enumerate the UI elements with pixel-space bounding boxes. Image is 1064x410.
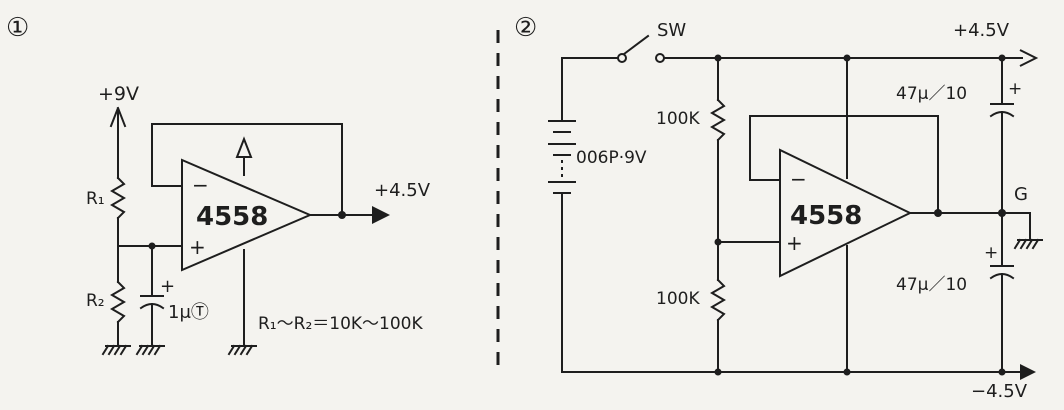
battery-icon bbox=[548, 120, 576, 194]
circuit-2-number: ② bbox=[514, 13, 537, 43]
cap-bottom-label: 47μ／10 bbox=[896, 275, 967, 295]
switch-label: SW bbox=[657, 20, 686, 41]
negative-rail-arrow-icon bbox=[1020, 364, 1036, 380]
switch-contact bbox=[617, 53, 627, 63]
battery-label: 006P·9V bbox=[576, 148, 647, 168]
inverting-input-sign: − bbox=[192, 173, 209, 197]
circuit-2: ② SW +4.5V 006P·9V −4.5V 100K bbox=[514, 13, 1043, 402]
positive-rail-arrow-icon bbox=[1019, 49, 1039, 67]
ground-icon bbox=[1013, 238, 1043, 250]
cap-plus-sign: + bbox=[160, 276, 175, 297]
resistor-range-note: R₁～R₂＝10K～100K bbox=[258, 314, 423, 334]
resistor-bottom-label: 100K bbox=[656, 289, 700, 309]
junction-dot bbox=[934, 209, 942, 217]
negative-rail bbox=[561, 192, 1023, 373]
junction-dot bbox=[714, 368, 722, 376]
cap-top-label: 47μ／10 bbox=[896, 84, 967, 104]
opamp-chip-label: 4558 bbox=[790, 201, 862, 231]
junction-dot bbox=[843, 54, 851, 62]
wire bbox=[561, 57, 619, 121]
ground-icon bbox=[135, 344, 165, 356]
junction-dot bbox=[843, 368, 851, 376]
resistor-top bbox=[710, 98, 726, 142]
circuit-1: ① +9V R₁ R₂ + 1μⓉ 4558 − + bbox=[6, 13, 431, 356]
supply-label: +9V bbox=[98, 83, 139, 105]
ground-icon bbox=[101, 344, 131, 356]
resistor-r2 bbox=[110, 280, 126, 324]
supply-pin-arrow-icon bbox=[235, 136, 253, 158]
junction-dot bbox=[338, 211, 346, 219]
r2-label: R₂ bbox=[86, 291, 105, 311]
cap-top-plus-sign: + bbox=[1008, 79, 1022, 99]
resistor-bottom bbox=[710, 278, 726, 322]
switch-contact bbox=[655, 53, 665, 63]
feedback-wire bbox=[749, 115, 939, 214]
noninverting-input-sign: + bbox=[786, 231, 803, 255]
ground-icon bbox=[227, 344, 257, 356]
opamp-triangle bbox=[779, 148, 913, 278]
positive-rail-label: +4.5V bbox=[953, 20, 1010, 41]
inverting-input-sign: − bbox=[790, 167, 807, 191]
opamp-triangle bbox=[181, 158, 313, 272]
circuit-1-number: ① bbox=[6, 13, 29, 43]
resistor-top-label: 100K bbox=[656, 109, 700, 129]
supply-arrow-icon bbox=[109, 106, 127, 128]
opamp-chip-label: 4558 bbox=[196, 202, 268, 232]
output-label: +4.5V bbox=[374, 180, 431, 201]
junction-dot bbox=[998, 368, 1006, 376]
noninverting-input-sign: + bbox=[189, 235, 206, 259]
cap-bottom-plus-sign: + bbox=[984, 243, 998, 263]
switch-lever bbox=[622, 34, 650, 56]
negative-rail-label: −4.5V bbox=[971, 381, 1028, 402]
cap-value-label: 1μⓉ bbox=[168, 302, 209, 323]
r1-label: R₁ bbox=[86, 189, 105, 209]
resistor-r1 bbox=[110, 176, 126, 220]
output-arrow-icon bbox=[372, 206, 390, 224]
feedback-wire bbox=[151, 123, 343, 216]
ground-output-label: G bbox=[1014, 184, 1028, 205]
